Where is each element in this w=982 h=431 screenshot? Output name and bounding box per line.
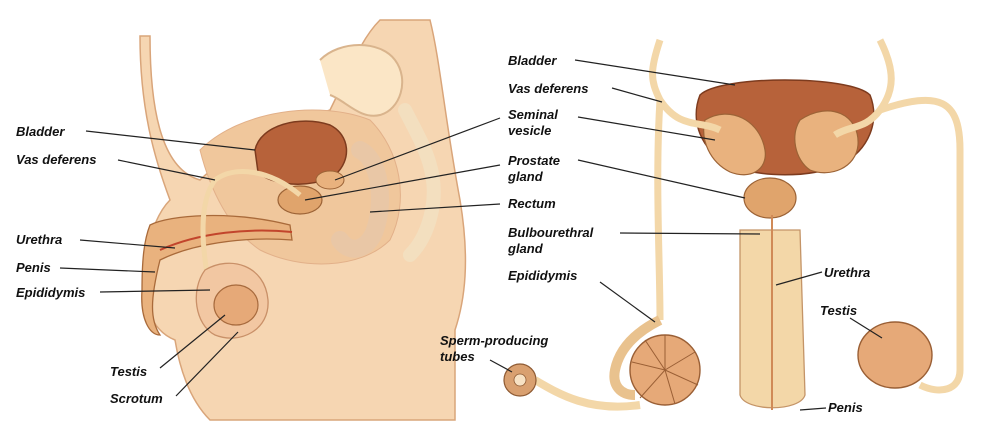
label-bulbourethral-line2: gland bbox=[508, 241, 543, 256]
seminal-vesicle-organ bbox=[316, 171, 344, 189]
label-epididymis-right: Epididymis bbox=[508, 268, 577, 283]
label-rectum: Rectum bbox=[508, 196, 556, 211]
leader-penis-right bbox=[800, 408, 826, 410]
label-vas-deferens-right: Vas deferens bbox=[508, 81, 588, 96]
label-urethra-right: Urethra bbox=[824, 265, 870, 280]
label-testis-right: Testis bbox=[820, 303, 857, 318]
label-bladder-left: Bladder bbox=[16, 124, 64, 139]
label-penis-right: Penis bbox=[828, 400, 863, 415]
leader-epididymis-right bbox=[600, 282, 655, 322]
prostate-organ-front bbox=[744, 178, 796, 218]
label-sperm-tubes-line2: tubes bbox=[440, 349, 475, 364]
testis-whole bbox=[858, 322, 932, 388]
vas-deferens-left-tube bbox=[658, 100, 660, 320]
label-bulbourethral-line1: Bulbourethral bbox=[508, 225, 593, 240]
label-vas-deferens-left: Vas deferens bbox=[16, 152, 96, 167]
seminal-vesicle-right bbox=[795, 111, 858, 173]
sperm-tube-lumen bbox=[514, 374, 526, 386]
sagittal-section-view bbox=[140, 20, 465, 420]
prostate-organ bbox=[278, 186, 322, 214]
label-scrotum-left: Scrotum bbox=[110, 391, 163, 406]
leader-sperm-tubes bbox=[490, 360, 512, 372]
leader-bulbourethral bbox=[620, 233, 760, 234]
leader-penis-left bbox=[60, 268, 155, 272]
label-seminal-vesicle-line2: vesicle bbox=[508, 123, 551, 138]
label-sperm-tubes-line1: Sperm-producing bbox=[440, 333, 548, 348]
label-bladder-right: Bladder bbox=[508, 53, 556, 68]
label-prostate-line2: gland bbox=[508, 169, 543, 184]
label-prostate-line1: Prostate bbox=[508, 153, 560, 168]
label-epididymis-left: Epididymis bbox=[16, 285, 85, 300]
label-penis-left: Penis bbox=[16, 260, 51, 275]
label-urethra-left: Urethra bbox=[16, 232, 62, 247]
label-testis-left: Testis bbox=[110, 364, 147, 379]
label-seminal-vesicle-line1: Seminal bbox=[508, 107, 558, 122]
